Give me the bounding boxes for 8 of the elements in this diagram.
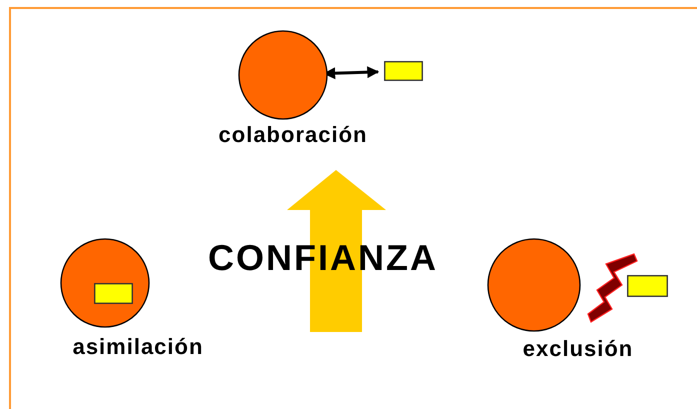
node-caption: exclusión	[522, 336, 634, 362]
node-caption: asimilación	[72, 334, 204, 360]
node-caption: colaboración	[218, 122, 368, 148]
rectangle-shape	[94, 283, 133, 304]
circle-shape	[238, 30, 328, 120]
rectangle-shape	[384, 61, 423, 81]
rectangle-shape	[627, 275, 668, 297]
circle-shape	[487, 238, 581, 332]
